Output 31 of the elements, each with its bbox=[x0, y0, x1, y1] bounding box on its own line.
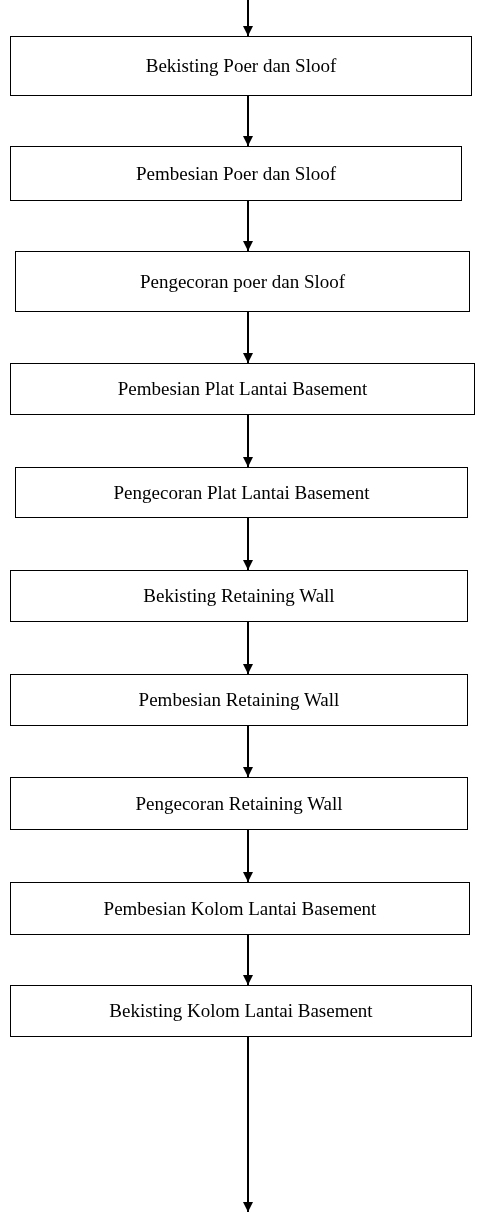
arrow bbox=[243, 311, 253, 364]
arrow bbox=[243, 725, 253, 778]
process-box bbox=[10, 674, 468, 726]
arrow bbox=[243, 1036, 253, 1213]
process-box bbox=[10, 146, 462, 201]
step-text: Bekisting Retaining Wall bbox=[143, 585, 335, 607]
step-text: Pembesian Poer dan Sloof bbox=[136, 162, 336, 185]
process-box bbox=[10, 570, 468, 622]
step-text: Pengecoran poer dan Sloof bbox=[139, 270, 346, 293]
step-text: Bekisting Poer dan Sloof bbox=[145, 55, 337, 77]
arrow bbox=[243, 0, 253, 37]
step-text: Bekisting Kolom Lantai Basement bbox=[109, 1000, 373, 1022]
arrow bbox=[243, 934, 253, 986]
process-box bbox=[10, 777, 468, 830]
process-box bbox=[10, 36, 472, 96]
step-text: Pembesian Kolom Lantai Basement bbox=[103, 897, 377, 920]
process-box bbox=[15, 251, 470, 312]
arrow bbox=[243, 621, 253, 675]
process-box bbox=[10, 882, 470, 935]
step-text: Pengecoran Retaining Wall bbox=[135, 792, 343, 815]
arrow bbox=[243, 414, 253, 468]
process-box bbox=[15, 467, 468, 518]
step-text: Pembesian Retaining Wall bbox=[138, 689, 340, 711]
arrow bbox=[243, 200, 253, 252]
process-box bbox=[10, 985, 472, 1037]
process-box bbox=[10, 363, 475, 415]
arrow bbox=[243, 95, 253, 147]
step-text: Pembesian Plat Lantai Basement bbox=[117, 378, 368, 400]
arrow bbox=[243, 517, 253, 571]
arrow bbox=[243, 829, 253, 883]
step-text: Pengecoran Plat Lantai Basement bbox=[113, 481, 370, 504]
